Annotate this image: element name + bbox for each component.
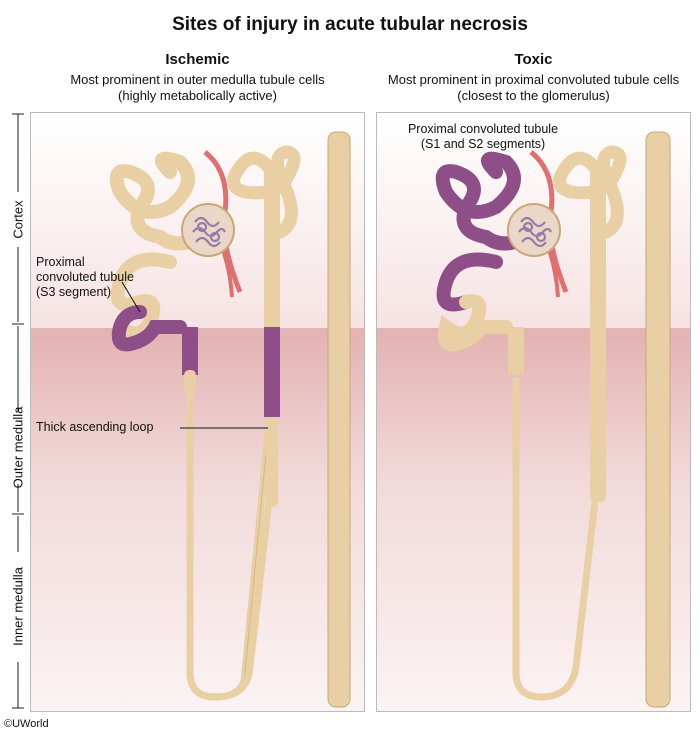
zone-axis-lines bbox=[12, 113, 24, 709]
zone-axis: Cortex Outer medulla Inner medulla bbox=[0, 112, 30, 712]
label-s1-s2-segments: Proximal convoluted tubule (S1 and S2 se… bbox=[388, 122, 578, 152]
copyright: ©UWorld bbox=[4, 718, 49, 730]
zone-label-outer-medulla: Outer medulla bbox=[10, 406, 26, 489]
toxic-nephron-illustration bbox=[376, 112, 691, 712]
ischemic-nephron-illustration bbox=[30, 112, 365, 712]
ischemic-desc-line2: (highly metabolically active) bbox=[118, 88, 277, 103]
label-s1s2-line1: Proximal convoluted tubule bbox=[407, 122, 559, 136]
zone-label-cortex: Cortex bbox=[10, 200, 26, 239]
ischemic-header: Ischemic Most prominent in outer medulla… bbox=[30, 52, 365, 104]
label-s3-line1: Proximal bbox=[36, 255, 85, 269]
label-s1s2-line2: (S1 and S2 segments) bbox=[420, 137, 546, 151]
toxic-desc-line2: (closest to the glomerulus) bbox=[457, 88, 610, 103]
ischemic-heading: Ischemic bbox=[165, 51, 230, 68]
ischemic-desc-line1: Most prominent in outer medulla tubule c… bbox=[70, 72, 325, 87]
figure-title: Sites of injury in acute tubular necrosi… bbox=[172, 14, 528, 35]
toxic-heading: Toxic bbox=[514, 51, 553, 68]
label-s3-line2: convoluted tubule bbox=[36, 270, 134, 284]
toxic-panel: Proximal convoluted tubule (S1 and S2 se… bbox=[376, 112, 691, 712]
label-s3-line3: (S3 segment) bbox=[36, 285, 112, 299]
label-s3-segment: Proximal convoluted tubule (S3 segment) bbox=[36, 255, 134, 300]
label-thick-ascending-loop: Thick ascending loop bbox=[36, 420, 154, 434]
toxic-desc-line1: Most prominent in proximal convoluted tu… bbox=[387, 72, 680, 87]
ischemic-panel: Proximal convoluted tubule (S3 segment) … bbox=[30, 112, 365, 712]
toxic-header: Toxic Most prominent in proximal convolu… bbox=[376, 52, 691, 104]
zone-label-inner-medulla: Inner medulla bbox=[10, 567, 26, 646]
